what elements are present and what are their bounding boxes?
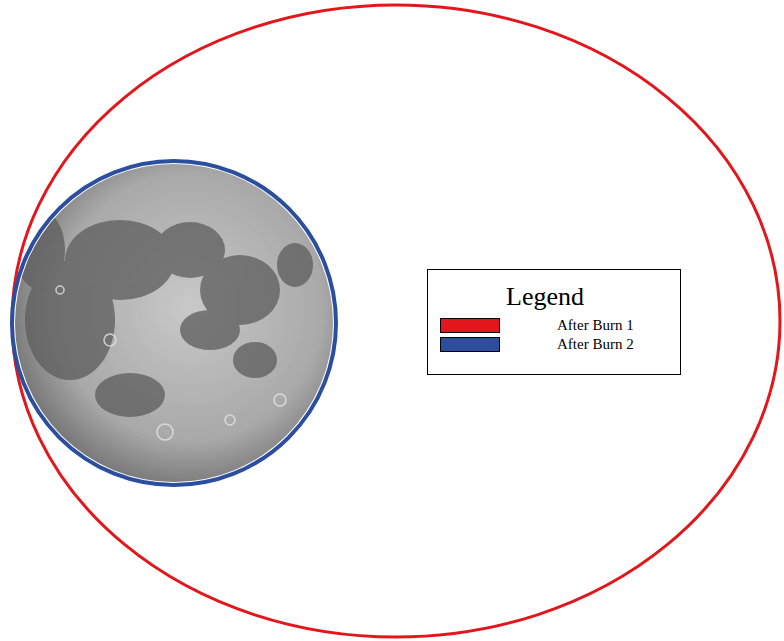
moon — [15, 164, 333, 482]
legend-label: After Burn 1 — [557, 316, 634, 334]
legend-label: After Burn 2 — [557, 335, 634, 353]
legend-title: Legend — [506, 282, 584, 312]
orbit-after-burn-1 — [12, 5, 780, 637]
legend-swatch — [440, 337, 500, 352]
legend-swatch — [440, 318, 500, 333]
orbit-after-burn-2 — [12, 161, 336, 485]
legend-box: LegendAfter Burn 1After Burn 2 — [427, 269, 681, 375]
